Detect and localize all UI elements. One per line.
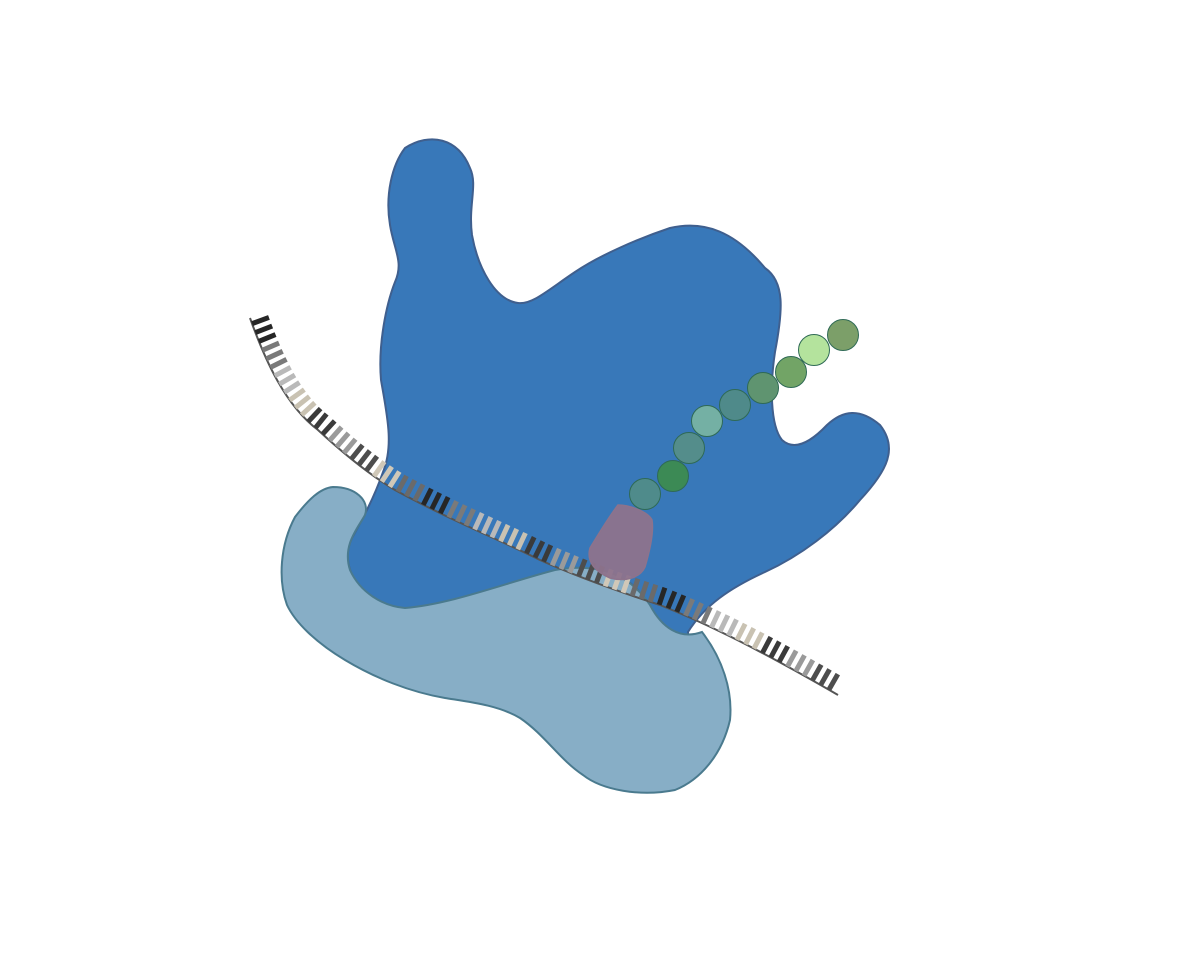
mrna-nucleotide-tick — [576, 558, 588, 578]
mrna-nucleotide-tick — [638, 580, 650, 600]
mrna-nucleotide-tick — [506, 527, 520, 547]
mrna-nucleotide-tick — [278, 372, 297, 387]
mrna-nucleotide-tick — [334, 431, 351, 449]
mrna-nucleotide-tick — [265, 349, 284, 362]
mrna-nucleotide-tick — [327, 425, 344, 443]
mrna-nucleotide-tick — [251, 315, 270, 326]
mrna-nucleotide-tick — [269, 357, 288, 370]
amino-acid-bead — [719, 389, 751, 421]
mrna-nucleotide-tick — [524, 536, 537, 555]
mrna-nucleotide-tick — [356, 449, 372, 467]
amino-acid-bead — [657, 460, 689, 492]
mrna-nucleotide-tick — [656, 586, 668, 606]
mrna-nucleotide-tick — [371, 460, 387, 478]
mrna-nucleotide-tick — [709, 610, 722, 629]
mrna-nucleotide-tick — [498, 523, 511, 543]
mrna-nucleotide-tick — [379, 465, 394, 484]
mrna-nucleotide-tick — [293, 394, 312, 410]
mrna-nucleotide-tick — [481, 516, 494, 535]
mrna-nucleotide-tick — [463, 508, 476, 527]
mrna-nucleotide-tick — [734, 622, 748, 642]
mrna-nucleotide-tick — [472, 512, 485, 531]
large-ribosomal-subunit-icon — [346, 138, 890, 669]
mrna-nucleotide-tick — [364, 454, 380, 473]
mrna-nucleotide-tick — [567, 555, 579, 574]
mrna-nucleotide-tick — [349, 443, 365, 461]
mrna-nucleotide-tick — [342, 437, 358, 455]
mrna-nucleotide-tick — [541, 544, 554, 563]
mrna-nucleotide-tick — [421, 487, 434, 506]
mrna-nucleotide-tick — [665, 590, 678, 610]
mrna-nucleotide-tick — [717, 614, 731, 633]
mrna-nucleotide-tick — [387, 470, 402, 489]
mrna-nucleotide-tick — [320, 419, 337, 436]
mrna-nucleotide-tick — [515, 531, 528, 551]
mrna-nucleotide-tick — [412, 483, 426, 502]
mrna-nucleotide-tick — [254, 323, 274, 335]
amino-acid-bead — [775, 356, 807, 388]
mrna-nucleotide-tick — [455, 504, 468, 523]
mrna-nucleotide-tick — [700, 606, 713, 625]
mrna-nucleotide-tick — [810, 663, 824, 682]
amino-acid-bead — [691, 405, 723, 437]
mrna-nucleotide-tick — [793, 654, 807, 673]
amino-acid-bead — [747, 372, 779, 404]
mrna-nucleotide-tick — [395, 474, 409, 493]
mrna-nucleotide-tick — [743, 627, 756, 646]
mrna-nucleotide-tick — [818, 668, 832, 687]
mrna-nucleotide-tick — [785, 649, 799, 668]
mrna-nucleotide-tick — [768, 640, 782, 659]
mrna-strand-icon — [249, 315, 840, 696]
mrna-nucleotide-tick — [826, 672, 840, 692]
mrna-nucleotide-tick — [691, 602, 704, 621]
mrna-nucleotide-tick — [726, 618, 739, 637]
mrna-nucleotide-tick — [257, 332, 277, 344]
mrna-nucleotide-tick — [313, 412, 329, 430]
mrna-nucleotide-tick — [299, 400, 317, 417]
mrna-nucleotide-tick — [751, 631, 765, 650]
small-ribosomal-subunit-icon — [280, 485, 732, 794]
mrna-nucleotide-tick — [261, 340, 281, 353]
mrna-nucleotide-tick — [438, 495, 451, 515]
trna-binding-site-icon — [588, 504, 654, 581]
mrna-nucleotide-tick — [801, 658, 816, 677]
mrna-nucleotide-tick — [306, 406, 323, 424]
mrna-nucleotide-tick — [629, 577, 641, 597]
mrna-nucleotide-tick — [283, 380, 301, 395]
mrna-nucleotide-tick — [647, 583, 659, 603]
mrna-nucleotide-tick — [558, 551, 571, 571]
mrna-nucleotide-tick — [489, 519, 502, 539]
mrna-nucleotide-tick — [760, 635, 774, 655]
mrna-nucleotide-tick — [532, 540, 546, 559]
mrna-nucleotide-tick — [288, 387, 306, 403]
amino-acid-bead — [673, 432, 705, 464]
mrna-nucleotide-tick — [429, 491, 442, 511]
mrna-nucleotide-tick — [683, 598, 695, 617]
amino-acid-bead — [827, 319, 859, 351]
amino-acid-bead — [629, 478, 661, 510]
mrna-nucleotide-tick — [776, 644, 790, 664]
mrna-nucleotide-tick — [446, 500, 459, 519]
mrna-nucleotide-tick — [549, 547, 562, 567]
nascent-peptide-chain-icon — [629, 319, 859, 510]
mrna-nucleotide-tick — [404, 479, 417, 498]
amino-acid-bead — [798, 334, 830, 366]
mrna-nucleotide-tick — [674, 594, 687, 613]
mrna-nucleotide-tick — [273, 365, 292, 379]
